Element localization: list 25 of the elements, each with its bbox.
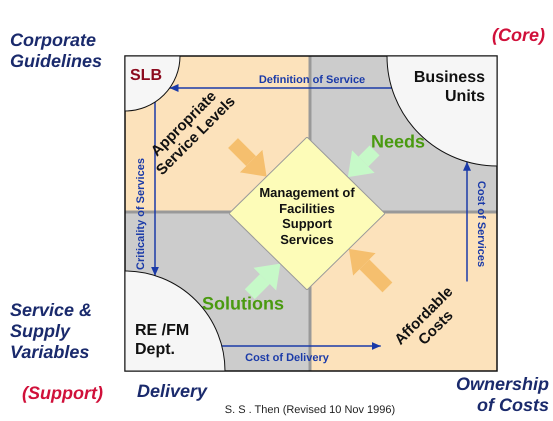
corner-label: Corporate Guidelines <box>10 30 104 72</box>
node-label: Business Units <box>412 68 485 106</box>
node-label: RE /FM Dept. <box>135 321 190 360</box>
diagram-text: Needs <box>363 132 433 152</box>
corner-label: Delivery <box>137 381 208 402</box>
diagram-text: Solutions <box>193 294 293 314</box>
node-label: Management of Facilities Support Services <box>258 185 356 248</box>
edge-label: Definition of Service <box>258 74 366 86</box>
arrow <box>463 162 471 282</box>
arrow <box>222 342 381 350</box>
block-arrow <box>228 138 267 177</box>
node-label: SLB <box>130 66 162 86</box>
caption: S. S . Then (Revised 10 Nov 1996) <box>224 404 396 416</box>
arrow <box>170 84 392 92</box>
edge-label: Cost of Services <box>475 180 487 268</box>
corner-label: Service & Supply Variables <box>10 300 94 364</box>
block-arrow <box>348 146 380 178</box>
edge-label: Cost of Delivery <box>245 352 329 364</box>
block-arrow <box>348 248 392 292</box>
corner-label: Ownership of Costs <box>454 374 549 416</box>
corner-label: (Core) <box>492 25 545 46</box>
edge-label: Criticality of Services <box>135 158 147 270</box>
corner-label: (Support) <box>22 383 103 404</box>
arrow <box>151 102 159 276</box>
block-arrow <box>244 264 280 300</box>
